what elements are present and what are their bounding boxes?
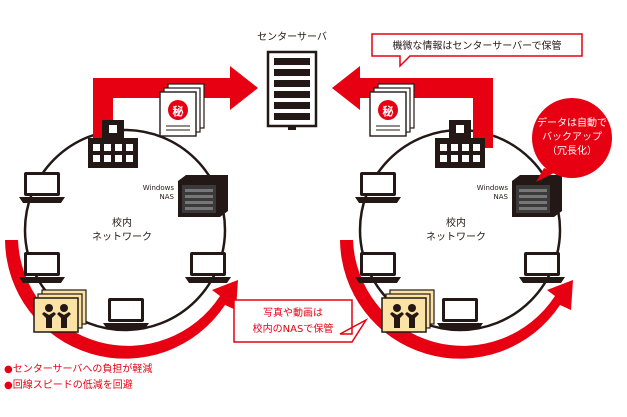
right-laptop-icon-3	[437, 298, 483, 329]
right-network-label-line2: ネットワーク	[426, 231, 486, 243]
callout-backup-line2: バックアップ	[542, 131, 602, 143]
right-laptop-icon-4	[519, 252, 565, 283]
left-doc-stamp: 秘	[173, 104, 184, 118]
left-laptop-icon-3	[103, 298, 149, 329]
right-network-label-line1: 校内	[446, 216, 466, 229]
callout-backup-line3: （冗長化）	[547, 144, 597, 157]
benefit-item-2: ●回線スピードの低減を回避	[4, 378, 133, 391]
left-nas-label-line2: NAS	[160, 193, 175, 201]
callout-photo-line1: 写真や動画は	[263, 306, 323, 319]
callout-confidential: 機微な情報はセンターサーバーで保管	[371, 33, 583, 68]
right-laptop-icon-1	[355, 172, 401, 203]
callout-photo-line2: 校内のNASで保管	[253, 322, 334, 335]
callout-confidential-text: 機微な情報はセンターサーバーで保管	[392, 39, 561, 52]
right-nas-label-line1: Windows	[477, 184, 509, 192]
server-icon	[266, 50, 318, 130]
right-photo-icon	[381, 289, 435, 333]
left-laptop-icon-4	[185, 252, 231, 283]
left-network-ring	[23, 128, 227, 332]
benefit-item-1: ●センターサーバへの負担が軽減	[4, 362, 152, 375]
left-network-label-line1: 校内	[112, 216, 132, 229]
left-laptop-icon-1	[19, 172, 65, 203]
server-label: センターサーバ	[257, 31, 327, 43]
left-network-label-line2: ネットワーク	[92, 231, 152, 243]
left-upload-arrow	[93, 66, 258, 148]
left-nas-icon	[178, 175, 228, 217]
left-photo-icon	[33, 289, 87, 333]
right-nas-label-line2: NAS	[494, 193, 509, 201]
right-upload-arrow	[332, 66, 493, 148]
callout-backup: データは自動で バックアップ （冗長化）	[532, 98, 612, 182]
callout-photo: 写真や動画は 校内のNASで保管	[233, 299, 369, 343]
left-laptop-icon-2	[19, 252, 65, 283]
left-nas-label-line1: Windows	[143, 184, 175, 192]
right-laptop-icon-2	[355, 252, 401, 283]
callout-backup-line1: データは自動で	[537, 116, 607, 129]
right-doc-stamp: 秘	[383, 104, 394, 118]
